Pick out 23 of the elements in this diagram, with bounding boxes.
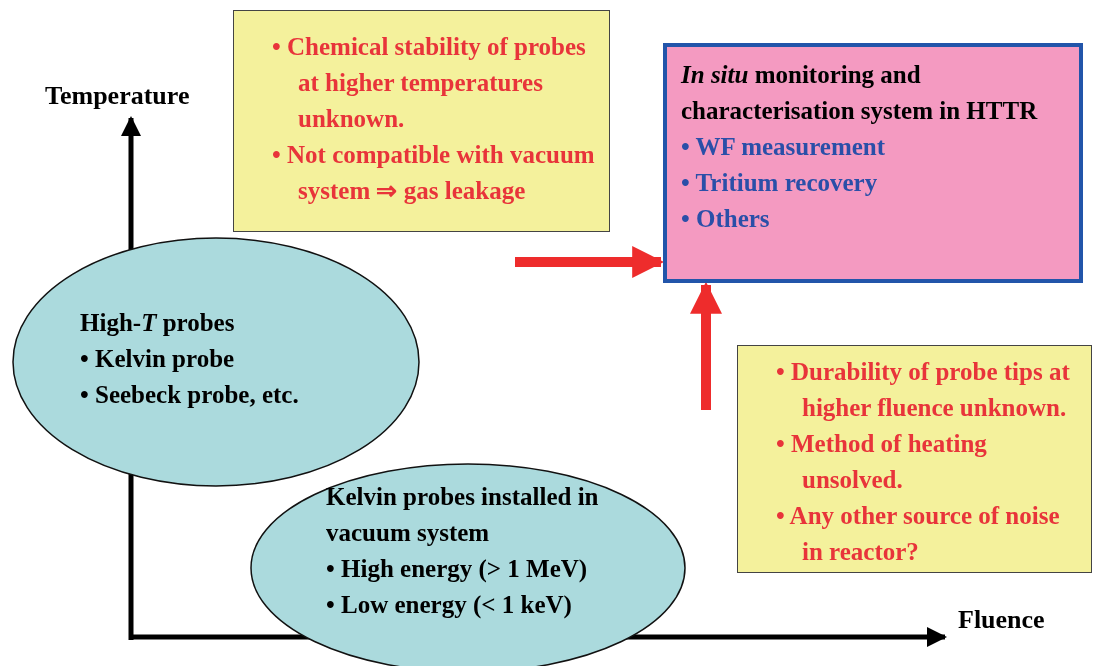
arrow bbox=[690, 281, 722, 410]
arrow bbox=[515, 246, 665, 278]
axis-label: Temperature bbox=[45, 80, 190, 112]
bullet-text: • Method of heating unsolved. bbox=[776, 429, 988, 495]
bullet-text: • Not compatible with vacuum system ⇒ gas leakage bbox=[272, 140, 596, 206]
note-box bbox=[233, 10, 610, 232]
node-heading: In situ monitoring and characterisation system in HTTR bbox=[681, 60, 1039, 126]
bullet-text: • Low energy (< 1 keV) bbox=[326, 590, 572, 621]
node-heading: Kelvin probes installed in vacuum system bbox=[326, 482, 600, 548]
bullet-text: • WF measurement bbox=[681, 132, 886, 162]
node-heading: High-T probes bbox=[80, 308, 235, 338]
bullet-text: • Others bbox=[681, 204, 770, 234]
bullet-text: • Seebeck probe, etc. bbox=[80, 380, 299, 410]
monitoring-system-box bbox=[663, 43, 1083, 283]
bullet-text: • Tritium recovery bbox=[681, 168, 878, 198]
note-box bbox=[737, 345, 1092, 573]
bullet-text: • Kelvin probe bbox=[80, 344, 235, 374]
axis-label: Fluence bbox=[958, 604, 1045, 636]
bullet-text: • High energy (> 1 MeV) bbox=[326, 554, 588, 585]
bullet-text: • Durability of probe tips at higher fluence unknown. bbox=[776, 357, 1071, 423]
bullet-text: • Any other source of noise in reactor? bbox=[776, 501, 1061, 567]
bullet-text: • Chemical stability of probes at higher temperatures unknown. bbox=[272, 32, 587, 134]
ellipse-node bbox=[12, 237, 420, 487]
